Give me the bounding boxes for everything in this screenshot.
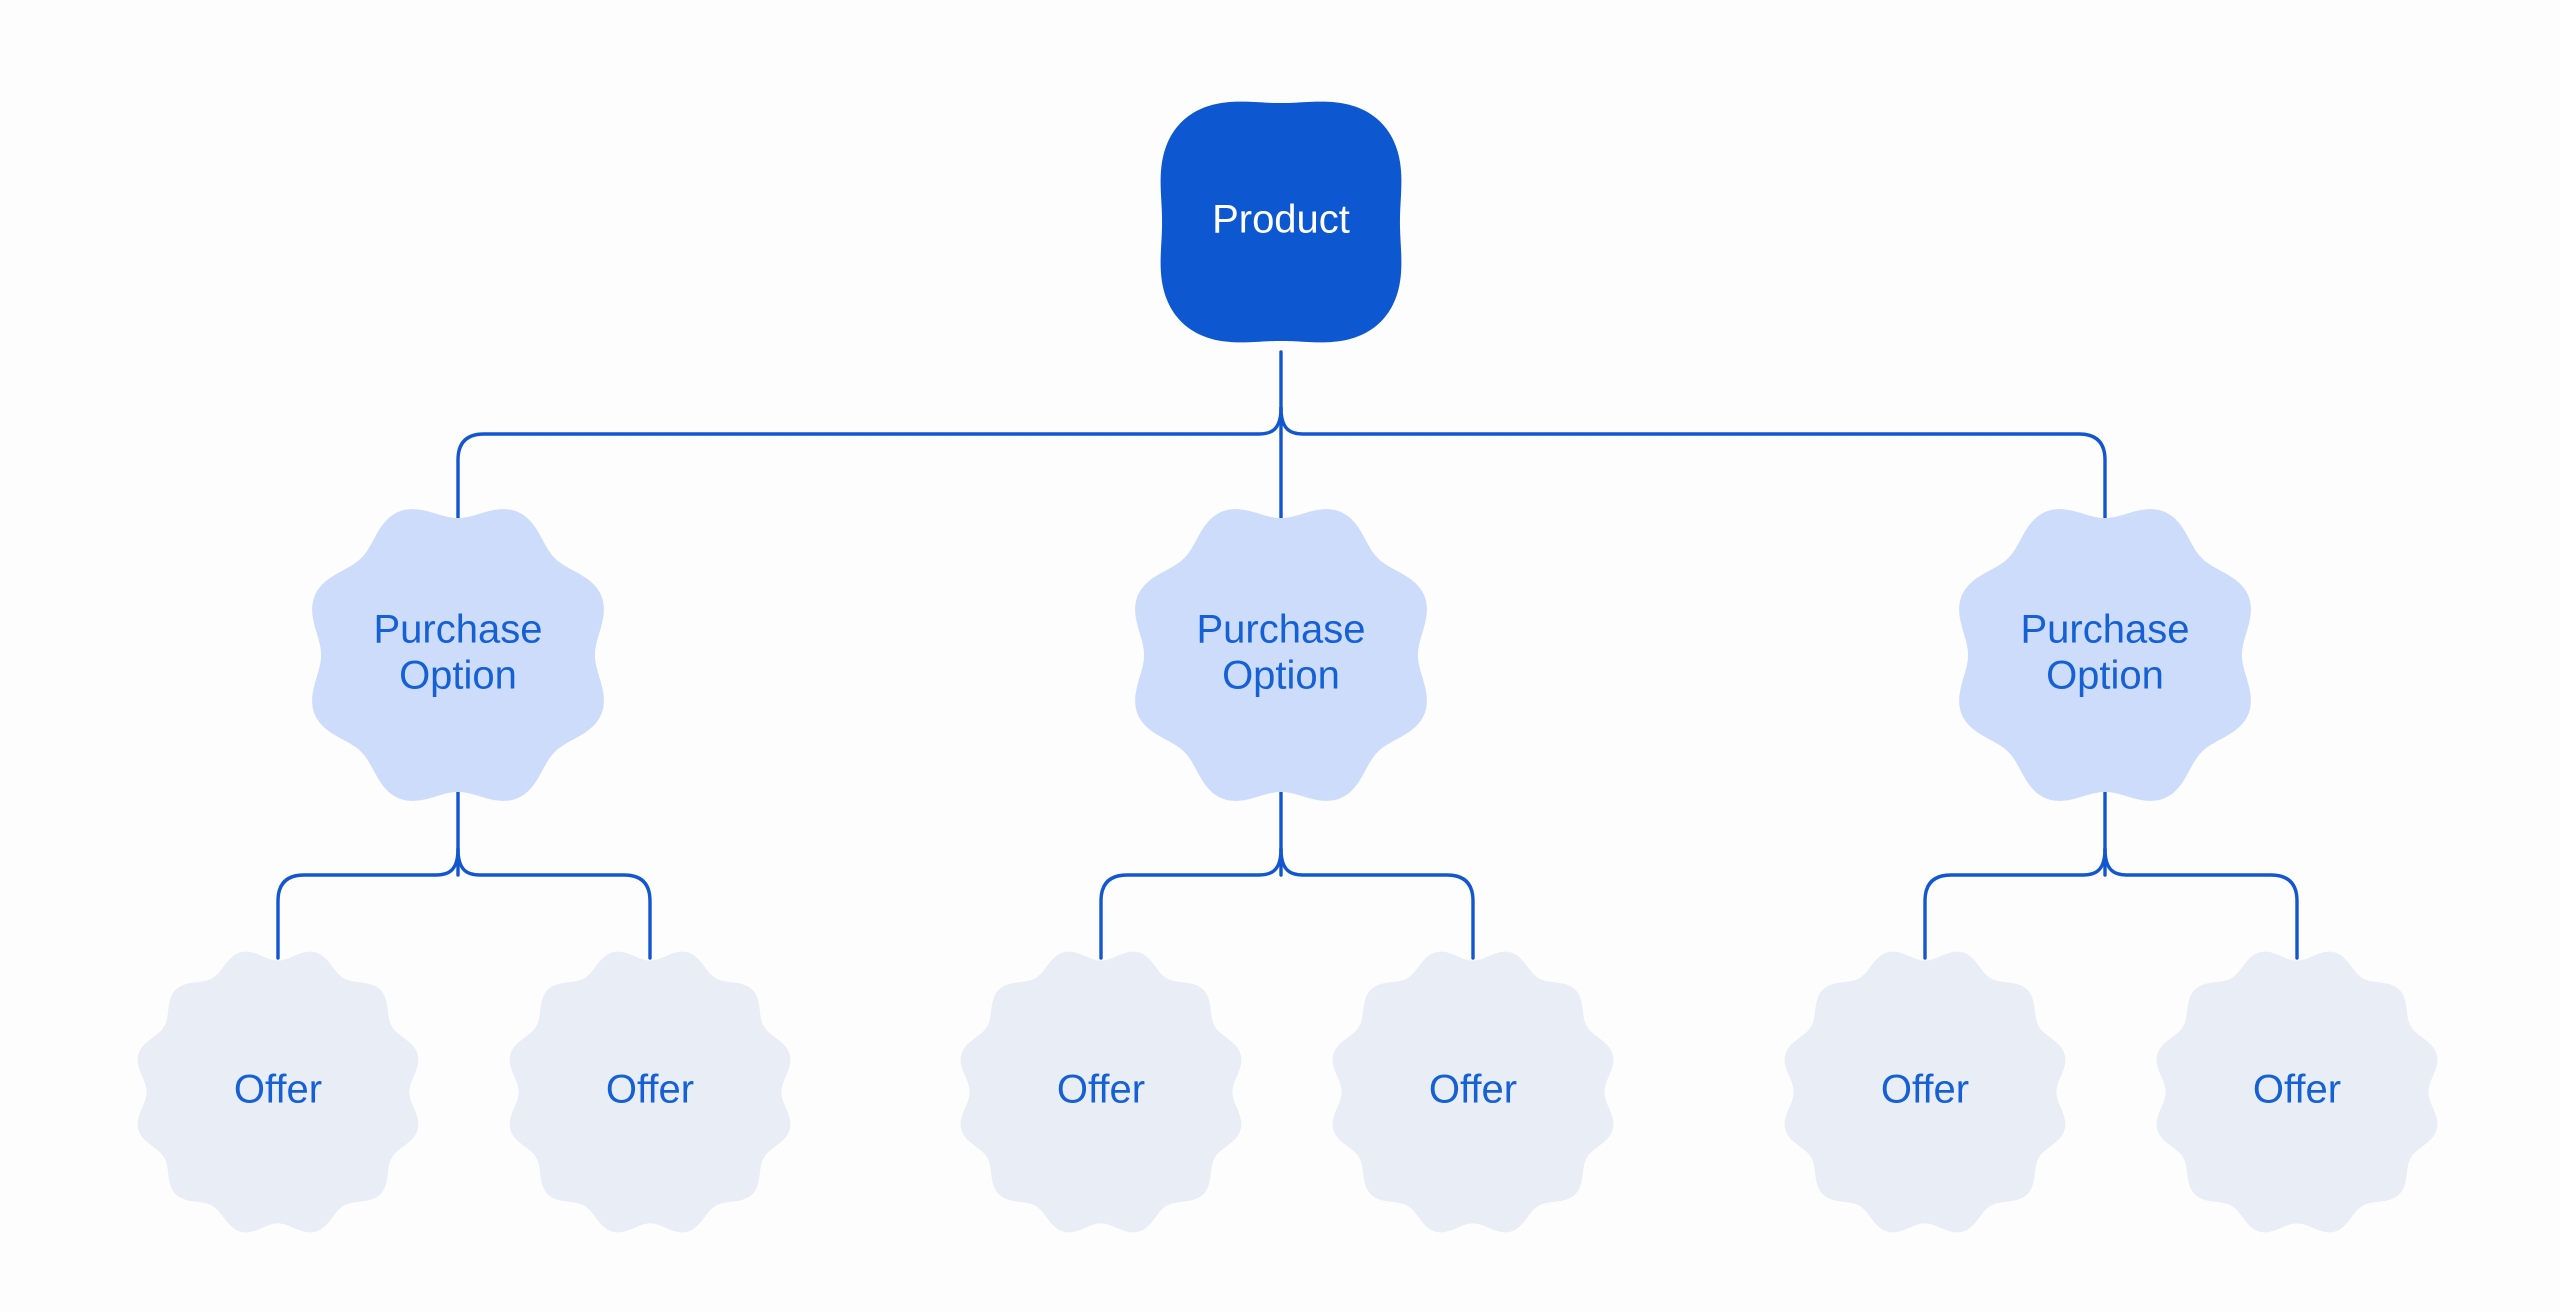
- node-offer-4-shape: [1332, 951, 1614, 1233]
- nodes-group: ProductPurchaseOptionPurchaseOptionPurch…: [137, 101, 2438, 1233]
- connector-product-to-purchase-option-1: [456, 406, 1283, 522]
- node-product[interactable]: Product: [1160, 101, 1402, 343]
- node-offer-6-shape: [2156, 951, 2438, 1233]
- node-purchase-option-3-shape: [1959, 509, 2251, 801]
- node-offer-5-label: Offer: [1881, 1068, 1969, 1112]
- node-offer-1-shape: [137, 951, 419, 1233]
- connector-purchase-option-2-to-offer-2: [1279, 847, 1475, 960]
- node-offer-5-shape: [1784, 951, 2066, 1233]
- node-offer-4[interactable]: Offer: [1332, 951, 1614, 1233]
- node-purchase-option-2-label: Option: [1222, 654, 1340, 698]
- connector-product-to-purchase-option-3: [1279, 406, 2107, 522]
- node-offer-6[interactable]: Offer: [2156, 951, 2438, 1233]
- node-offer-1[interactable]: Offer: [137, 951, 419, 1233]
- connector-purchase-option-3-to-offer-2: [2103, 847, 2299, 960]
- node-offer-1-label: Offer: [234, 1068, 322, 1112]
- node-purchase-option-1-label: Option: [399, 654, 517, 698]
- node-offer-4-label: Offer: [1429, 1068, 1517, 1112]
- node-product-label: Product: [1212, 198, 1350, 242]
- node-offer-2[interactable]: Offer: [509, 951, 791, 1233]
- node-offer-5[interactable]: Offer: [1784, 951, 2066, 1233]
- node-offer-6-label: Offer: [2253, 1068, 2341, 1112]
- node-purchase-option-1-shape: [312, 509, 604, 801]
- node-purchase-option-2-shape: [1135, 509, 1427, 801]
- node-offer-3-label: Offer: [1057, 1068, 1145, 1112]
- node-offer-3-shape: [960, 951, 1242, 1233]
- connector-purchase-option-3-to-offer-1: [1923, 847, 2107, 960]
- node-offer-3[interactable]: Offer: [960, 951, 1242, 1233]
- node-purchase-option-3-label: Purchase: [2021, 608, 2190, 652]
- node-purchase-option-2-label: Purchase: [1197, 608, 1366, 652]
- node-offer-2-shape: [509, 951, 791, 1233]
- connector-purchase-option-1-to-offer-1: [276, 847, 460, 960]
- node-purchase-option-3-label: Option: [2046, 654, 2164, 698]
- node-product-shape: [1160, 101, 1402, 343]
- node-offer-2-label: Offer: [606, 1068, 694, 1112]
- connector-lines-group: [276, 350, 2299, 960]
- node-purchase-option-1-label: Purchase: [374, 608, 543, 652]
- connector-purchase-option-2-to-offer-1: [1099, 847, 1283, 960]
- connector-purchase-option-1-to-offer-2: [456, 847, 652, 960]
